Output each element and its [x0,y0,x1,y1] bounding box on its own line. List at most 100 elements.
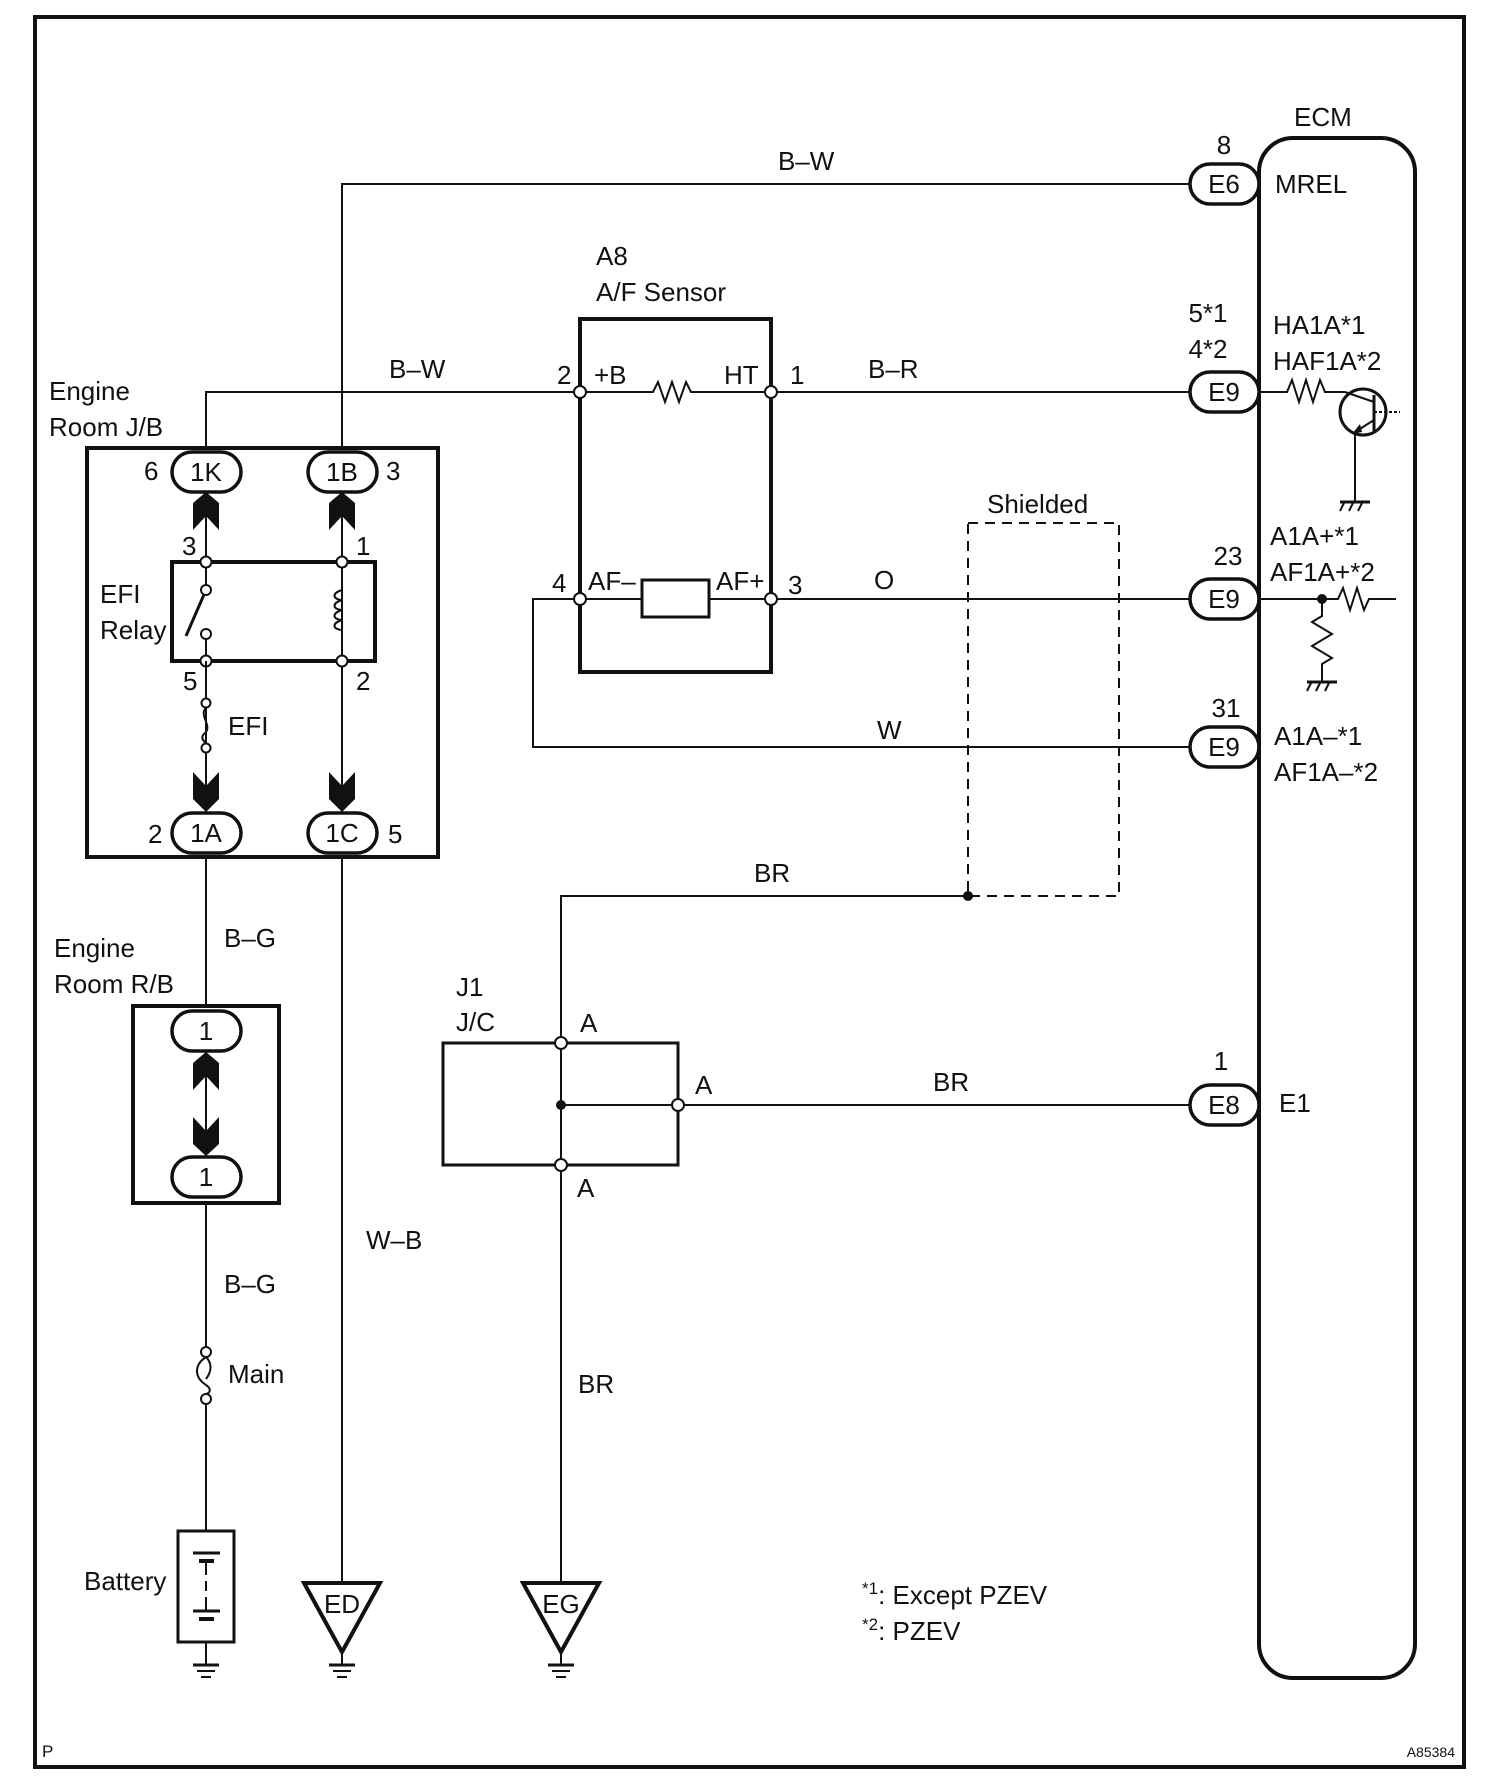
transistor-collector [1344,391,1375,403]
fuse-label: Main [228,1359,284,1389]
pin-number: 5*1 [1188,298,1227,328]
pin-number: 3 [386,456,400,486]
terminal [573,385,587,399]
wire-color-label: W [877,715,902,745]
wire-color-label: B–W [389,354,446,384]
junction-dot [963,891,973,901]
terminal [554,1036,568,1050]
battery-label: Battery [84,1566,166,1596]
wire-color-label: B–G [224,1269,276,1299]
connector-code: 1 [199,1016,213,1046]
signal-name: E1 [1279,1088,1311,1118]
pin-number: 31 [1212,693,1241,723]
terminal [200,742,212,754]
connector-oval [170,811,243,855]
sensor-element-icon [640,578,711,619]
relay-label: EFI [100,579,140,609]
pin-name: HT [724,360,759,390]
ground-label: EG [542,1589,580,1619]
pin-number: 23 [1214,541,1243,571]
connector-code: E6 [1208,169,1240,199]
ecm-heater-driver [1259,376,1400,512]
heater-resistor-icon [580,378,771,406]
ground-icon [329,1663,355,1678]
terminal [200,1393,212,1405]
terminal [200,697,212,709]
chassis-ground-icon [1339,500,1370,512]
pin-number: 3 [182,531,196,561]
relay-switch-icon [184,589,208,637]
switch-contact [200,584,212,596]
rb-label: Engine [54,933,135,963]
resistor-icon [1310,599,1334,682]
footnote-1: *1: Except PZEV [862,1579,1048,1610]
connector-oval [170,1155,243,1199]
af-sensor-box [578,317,773,674]
connector-code: 1A [190,818,222,848]
terminal [764,592,778,606]
wire-mrel [341,183,1190,448]
connector-1a: 1A 2 [148,811,243,855]
shield-label: Shielded [987,489,1088,519]
efi-relay-box [170,560,377,663]
main-fuse-icon [196,1356,212,1395]
ground-point-ed [300,1581,384,1657]
pin-name: A [695,1070,713,1100]
wire-color-label: B–G [224,923,276,953]
connector-arrow-icon [193,1052,219,1156]
pin-number: 2 [148,819,162,849]
jb-box [85,446,440,859]
connector-1b: 1B 3 [306,450,400,494]
connector-code: 1K [190,457,222,487]
pin-number: 2 [356,666,370,696]
relay-coil-icon [333,589,343,631]
connector-arrow-icon [193,492,355,812]
terminal [200,1346,212,1358]
connector-1c: 1C 5 [306,811,402,855]
connector-e9-af-plus: E9 23 A1A+*1 AF1A+*2 [1188,521,1375,621]
connector-1k: 1K 6 [144,450,243,494]
pin-number: 3 [788,570,802,600]
corner-mark: P [42,1742,53,1761]
pin-number: 4*2 [1188,334,1227,364]
connector-code: 1C [325,818,358,848]
wire-color-label: BR [933,1067,969,1097]
ecm-af-bias-network [1259,584,1396,692]
pin-name: A [580,1008,598,1038]
relay-label: Relay [100,615,166,645]
signal-name: HAF1A*2 [1273,346,1381,376]
footnote-2: *2: PZEV [862,1615,961,1646]
jb-label: Engine [49,376,130,406]
wire-shield-drain [560,895,968,1043]
frame-border [33,15,1466,1769]
pin-name: A [577,1173,595,1203]
connector-code: 1 [199,1162,213,1192]
signal-name: A1A–*1 [1274,721,1362,751]
connector-code: E9 [1208,377,1240,407]
pin-number: 1 [356,531,370,561]
connector-oval [306,811,379,855]
pin-number: 5 [388,819,402,849]
terminal [573,592,587,606]
connector-rb-bottom: 1 [170,1155,243,1199]
junction-dot [556,1100,566,1110]
jb-label: Room J/B [49,412,163,442]
connector-code: 1B [326,457,358,487]
chassis-ground-icon [1306,680,1337,692]
shield-outline [967,522,1120,897]
wire-color-label: W–B [366,1225,422,1255]
pin-number: 1 [790,360,804,390]
connector-e9-af-minus: E9 31 A1A–*1 AF1A–*2 [1188,693,1378,787]
terminal [335,555,349,569]
rb-box [131,1004,281,1205]
pin-number: 8 [1217,130,1231,160]
wire-color-label: B–W [778,146,835,176]
wire-af-minus [532,598,1190,748]
fuse-label: EFI [228,711,268,741]
pin-name: +B [594,360,627,390]
emitter-arrow-icon [1352,424,1362,434]
connector-e6: E6 8 MREL [1188,130,1347,206]
pin-name: AF+ [716,566,764,596]
resistor-icon [1322,584,1396,614]
